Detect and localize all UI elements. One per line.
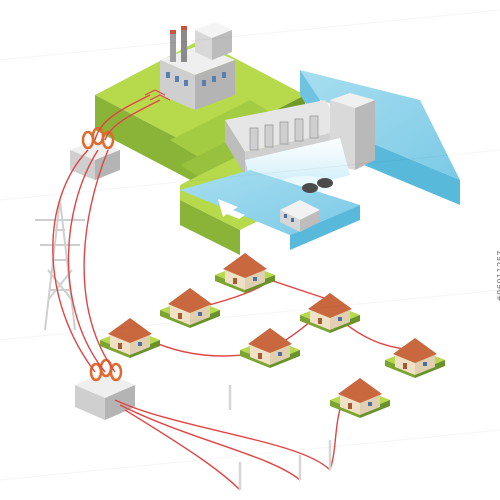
house-icon bbox=[100, 318, 160, 358]
house-icon bbox=[240, 328, 300, 368]
house-icon bbox=[330, 378, 390, 418]
house-icon bbox=[385, 338, 445, 378]
house-icon bbox=[215, 253, 275, 293]
power-pylon-icon bbox=[35, 199, 85, 331]
turbine-house-icon bbox=[280, 200, 320, 232]
penstock-pipes bbox=[302, 178, 333, 193]
transformer-icon bbox=[70, 126, 120, 180]
utility-pole-icon bbox=[228, 385, 332, 490]
stock-id-label: #96011257 bbox=[496, 250, 500, 302]
transformer-icon bbox=[75, 358, 135, 420]
factory-icon bbox=[144, 22, 235, 110]
flow-arrow-icon bbox=[218, 199, 245, 219]
house-icon bbox=[300, 293, 360, 333]
watermark bbox=[0, 9, 500, 481]
house-icon bbox=[160, 288, 220, 328]
